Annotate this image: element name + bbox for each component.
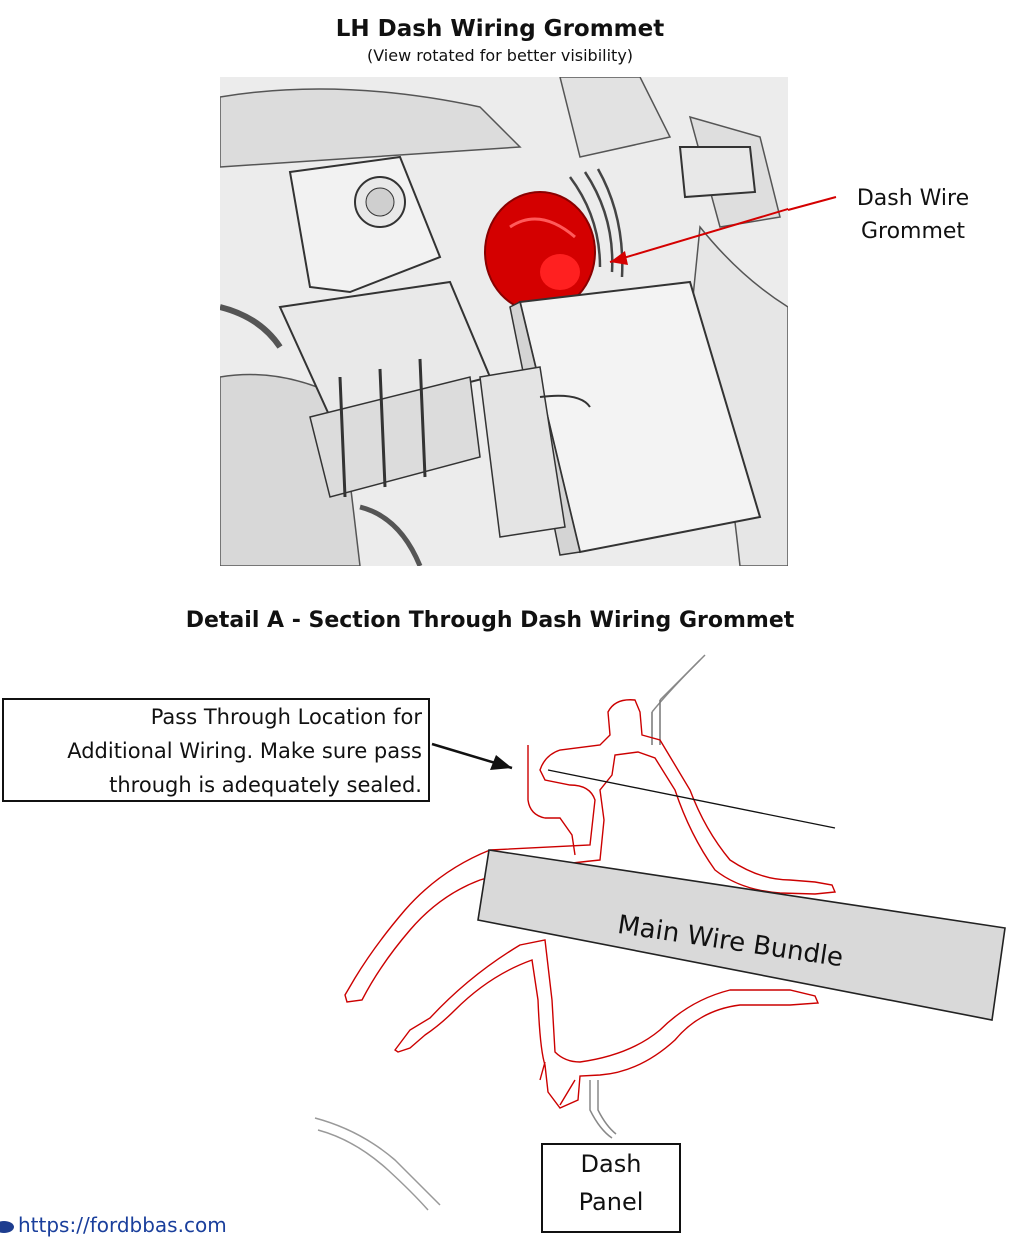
callout-line-2: Grommet [860, 219, 966, 244]
callout-line-1: Dash Wire [856, 186, 970, 211]
footer-link-text[interactable]: https://fordbbas.com [18, 1213, 227, 1237]
grommet-callout-label: Dash Wire Grommet [838, 182, 988, 248]
grommet-upper-outline [344, 699, 837, 1003]
pass-through-line-3: through is adequately sealed. [109, 773, 422, 797]
diagram-title: LH Dash Wiring Grommet [335, 16, 665, 42]
dash-panel-line-2: Panel [578, 1188, 644, 1216]
pass-through-line-2: Additional Wiring. Make sure pass [67, 739, 422, 763]
dash-panel-line-1: Dash [580, 1150, 642, 1178]
footer-link[interactable]: https://fordbbas.com [0, 1213, 227, 1237]
main-wire-bundle [477, 849, 1006, 1021]
pass-through-line-1: Pass Through Location for [150, 705, 422, 729]
detail-title: Detail A - Section Through Dash Wiring G… [185, 608, 795, 633]
grommet-lower-outline [393, 939, 820, 1109]
pass-through-note: Pass Through Location for Additional Wir… [2, 698, 430, 802]
diagram-subtitle: (View rotated for better visibility) [366, 46, 634, 65]
pass-through-line [547, 769, 836, 829]
ford-oval-icon [0, 1220, 14, 1233]
engine-bay-photo [220, 77, 788, 566]
dash-panel-label: Dash Panel [541, 1143, 681, 1233]
grommet-highlight [484, 191, 596, 313]
